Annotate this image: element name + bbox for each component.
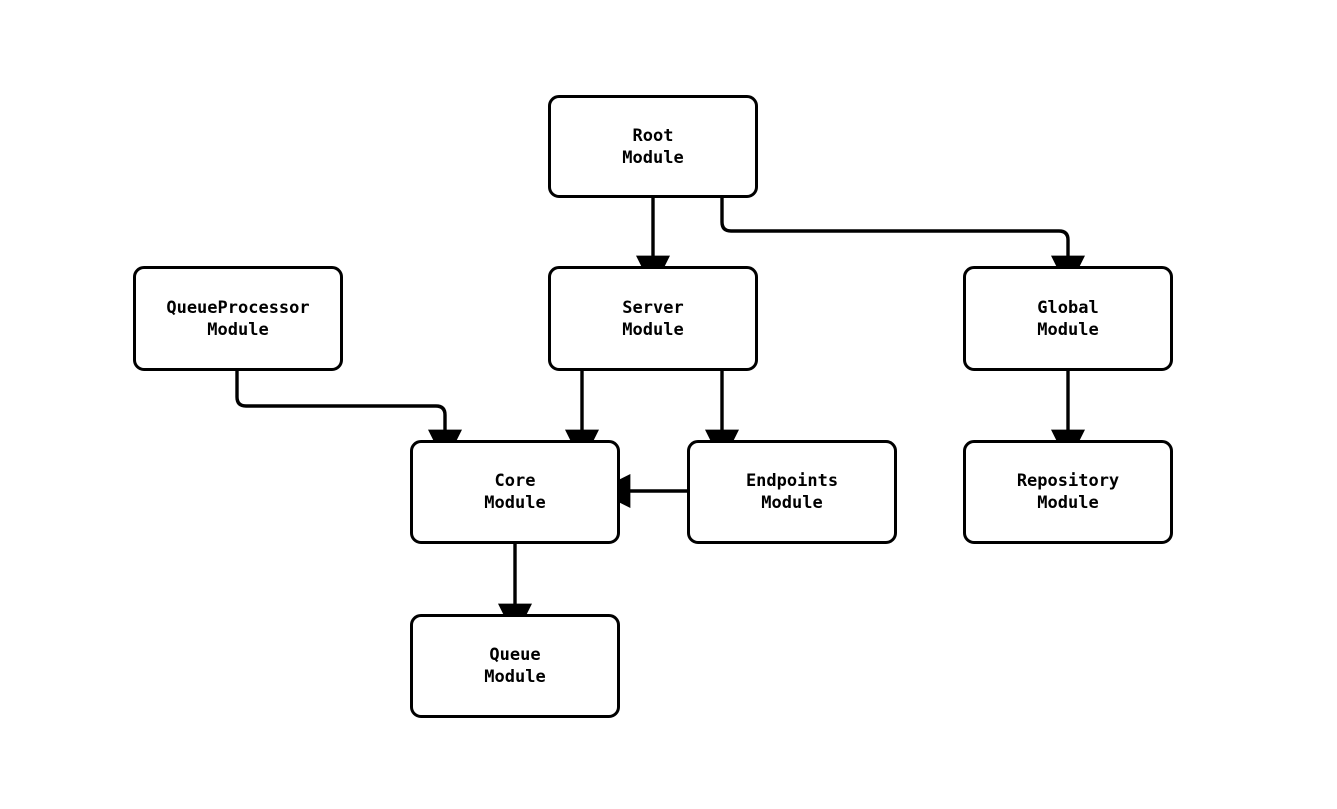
node-endpoints-module[interactable]: Endpoints Module <box>687 440 897 544</box>
node-queueprocessor-module[interactable]: QueueProcessor Module <box>133 266 343 371</box>
node-queue-module-line1: Queue <box>489 645 541 665</box>
node-global-module[interactable]: Global Module <box>963 266 1173 371</box>
edge-group <box>235 198 1085 638</box>
node-root-module[interactable]: Root Module <box>548 95 758 198</box>
node-repository-module-line2: Module <box>1037 493 1099 513</box>
node-server-module-line2: Module <box>622 319 684 340</box>
node-queueprocessor-module-line1: QueueProcessor <box>166 297 310 318</box>
node-root-module-line1: Root <box>632 125 674 146</box>
node-endpoints-module-line2: Module <box>761 493 823 513</box>
node-queueprocessor-module-line2: Module <box>207 319 269 340</box>
node-core-module-line1: Core <box>494 471 536 491</box>
node-endpoints-module-line1: Endpoints <box>745 471 839 491</box>
node-repository-module-line1: Repository <box>1016 471 1120 491</box>
node-global-module-line2: Module <box>1037 319 1099 340</box>
node-global-module-line1: Global <box>1037 297 1099 318</box>
node-server-module[interactable]: Server Module <box>548 266 758 371</box>
edge-queueprocessor-to-core <box>235 371 462 464</box>
node-core-module-line2: Module <box>484 493 546 513</box>
node-root-module-line2: Module <box>622 147 684 168</box>
node-queue-module-line2: Module <box>484 667 546 687</box>
node-repository-module[interactable]: Repository Module <box>963 440 1173 544</box>
edge-root-to-global <box>720 198 1085 290</box>
node-queue-module[interactable]: Queue Module <box>410 614 620 718</box>
node-server-module-line1: Server <box>622 297 684 318</box>
node-core-module[interactable]: Core Module <box>410 440 620 544</box>
